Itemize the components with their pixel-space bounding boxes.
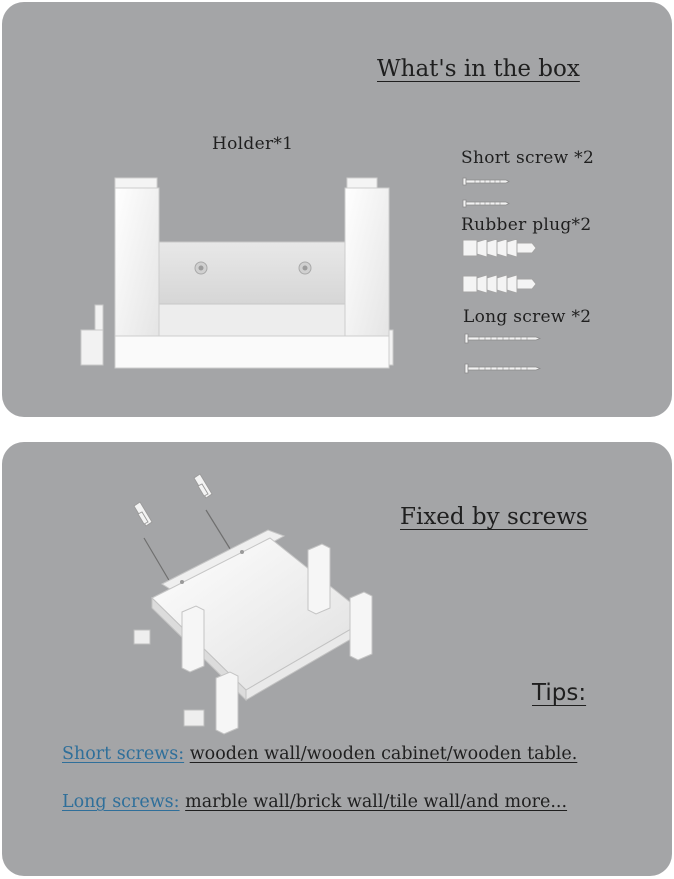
long-screw-label: Long screw *2 bbox=[463, 307, 592, 327]
fixed-by-screws-title: Fixed by screws bbox=[400, 504, 588, 530]
tip-term: Long screws: bbox=[62, 792, 180, 812]
tip-long-screws: Long screws: marble wall/brick wall/tile… bbox=[62, 792, 567, 812]
tip-short-screws: Short screws: wooden wall/wooden cabinet… bbox=[62, 744, 577, 764]
holder-illustration bbox=[80, 177, 394, 369]
holder-label: Holder*1 bbox=[212, 134, 294, 154]
short-screw-label: Short screw *2 bbox=[461, 148, 595, 168]
tip-description: wooden wall/wooden cabinet/wooden table. bbox=[189, 744, 578, 764]
fixed-by-screws-panel: Fixed by screws bbox=[2, 442, 672, 876]
rubber-plug-label: Rubber plug*2 bbox=[461, 215, 592, 235]
short-screw-icon bbox=[462, 177, 510, 208]
tips-heading: Tips: bbox=[532, 680, 587, 706]
rubber-plug-icon bbox=[462, 238, 537, 294]
mounted-holder-illustration bbox=[133, 473, 373, 735]
long-screw-icon bbox=[464, 333, 542, 374]
box-contents-title: What's in the box bbox=[377, 56, 580, 82]
tip-description: marble wall/brick wall/tile wall/and mor… bbox=[185, 792, 568, 812]
tip-term: Short screws: bbox=[62, 744, 185, 764]
whats-in-the-box-panel: What's in the box Holder*1 bbox=[2, 2, 672, 417]
